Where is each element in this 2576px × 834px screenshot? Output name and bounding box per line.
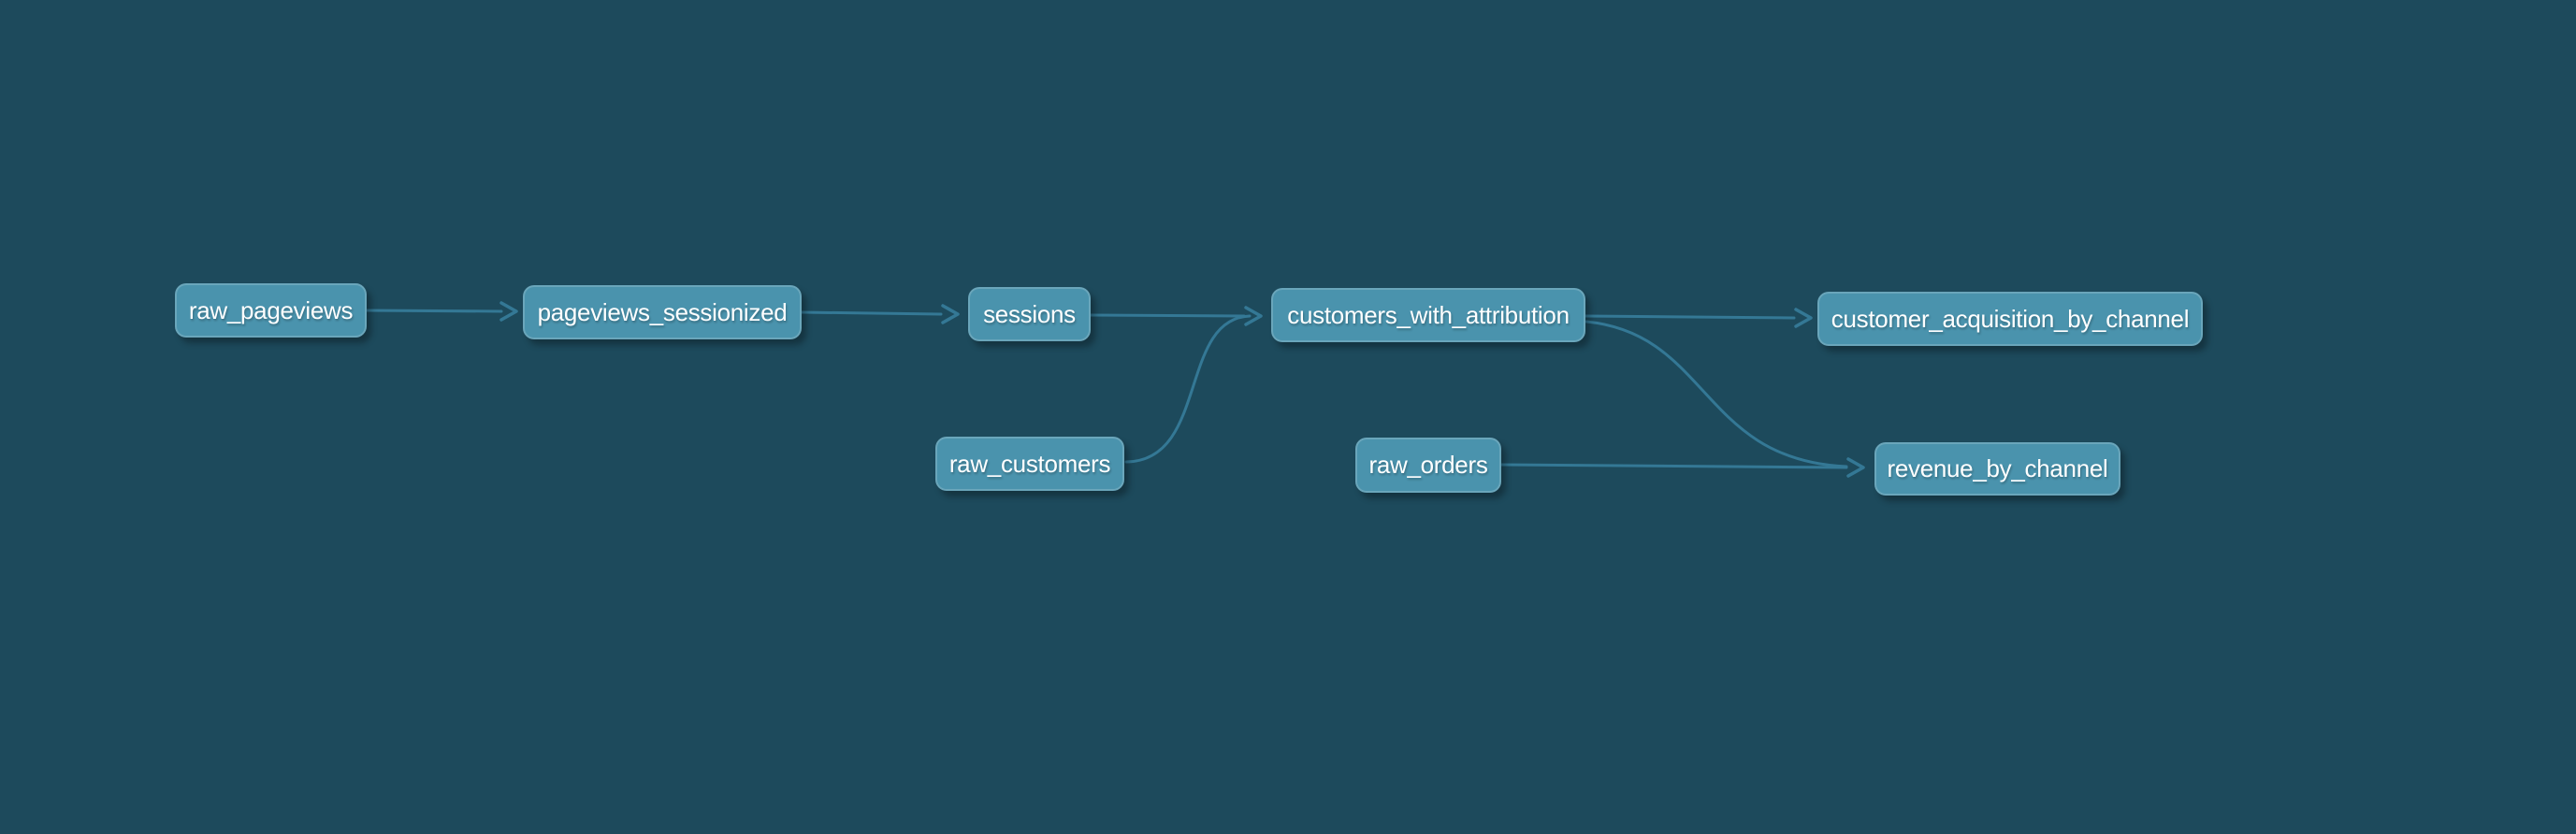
node-label: customer_acquisition_by_channel [1831,304,2190,333]
node-label: raw_customers [948,449,1111,478]
node-sessions[interactable]: sessions [968,287,1091,341]
node-label: sessions [983,299,1076,328]
node-label: customers_with_attribution [1287,300,1570,329]
node-label: raw_pageviews [188,295,354,324]
node-label: raw_orders [1368,451,1488,479]
edge-pageviews_sessionized-sessions [800,304,960,324]
node-label: revenue_by_channel [1887,454,2108,482]
edge-raw_customers-customers_with_attribution [1124,314,1252,464]
node-label: pageviews_sessionized [537,297,788,326]
edge-customers_with_attribution-revenue_by_channel [1585,320,1848,468]
node-revenue-by-channel[interactable]: revenue_by_channel [1874,442,2120,496]
node-customer-acquisition-by-channel[interactable]: customer_acquisition_by_channel [1817,292,2203,346]
node-customers-with-attribution[interactable]: customers_with_attribution [1271,288,1585,342]
node-raw-pageviews[interactable]: raw_pageviews [175,283,367,338]
node-raw-customers[interactable]: raw_customers [935,437,1124,491]
edge-customers_with_attribution-customer_acquisition_by_channel [1584,308,1813,328]
edge-raw_pageviews-pageviews_sessionized [365,301,518,322]
node-pageviews-sessionized[interactable]: pageviews_sessionized [523,285,802,339]
edge-raw_orders-revenue_by_channel [1499,457,1865,478]
node-raw-orders[interactable]: raw_orders [1355,438,1501,493]
edge-sessions-customers_with_attribution [1089,306,1263,326]
